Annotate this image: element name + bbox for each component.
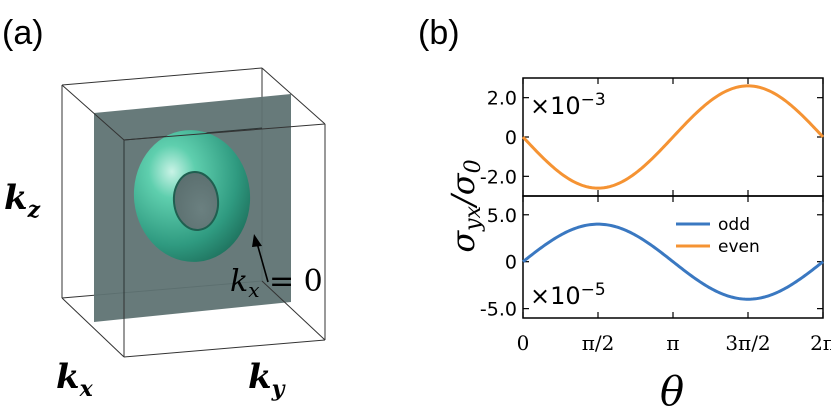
- axis-kz-k: k: [4, 178, 28, 218]
- ylabel-sigma: σ: [444, 230, 482, 253]
- y-tick-label-bottom-2: -5.0: [480, 299, 517, 321]
- series-line-even: [521, 84, 825, 190]
- y-axis-label: σyx/σ0: [444, 159, 486, 252]
- axis-kx-k: k: [56, 357, 80, 397]
- scale-label-top: ×10−3: [530, 90, 606, 120]
- ylabel-slash-sigma: /σ: [444, 172, 482, 209]
- axis-kz-label: kz: [4, 178, 41, 223]
- axis-kx-label: kx: [56, 357, 94, 402]
- plane-arrow: [252, 234, 269, 283]
- ylabel-sub-yx: yx: [461, 205, 486, 231]
- axis-kz-sub: z: [27, 197, 41, 223]
- x-tick-label-4: 2π: [810, 331, 831, 355]
- panel-b-label: (b): [418, 14, 460, 52]
- panel-a-3d-box: kx = 0 kz kx ky: [4, 67, 326, 402]
- plane-label-k: k: [230, 264, 248, 299]
- panel-a-label: (a): [2, 14, 44, 52]
- y-tick-label-top-0: 2.0: [487, 88, 517, 110]
- x-tick-label-0: 0: [517, 331, 530, 355]
- torus-fermi-surface: [133, 130, 251, 262]
- y-tick-label-bottom-1: 0: [505, 252, 517, 274]
- y-tick-label-top-1: 0: [505, 127, 517, 149]
- axis-ky-sub: y: [271, 376, 287, 402]
- axis-ky-k: k: [248, 357, 272, 397]
- legend-label-even: even: [718, 237, 760, 257]
- y-tick-label-bottom-0: 5.0: [487, 205, 517, 227]
- legend-label-odd: odd: [718, 215, 750, 235]
- plane-label: kx = 0: [230, 264, 323, 302]
- y-tick-label-top-2: -2.0: [480, 166, 517, 188]
- x-tick-label-2: π: [666, 331, 679, 355]
- scale-label-bottom: ×10−5: [530, 280, 606, 310]
- axis-ky-label: ky: [248, 357, 287, 402]
- ylabel-sub-0: 0: [461, 159, 486, 173]
- plane-label-eq: = 0: [259, 264, 322, 299]
- axis-kx-sub: x: [79, 376, 94, 402]
- plane-label-sub: x: [248, 278, 259, 302]
- box-front-edges: [61, 67, 326, 358]
- series-line-odd: [522, 222, 824, 301]
- x-tick-label-1: π/2: [582, 331, 615, 355]
- x-tick-label-3: 3π/2: [725, 331, 770, 355]
- x-axis-label: θ: [660, 369, 684, 415]
